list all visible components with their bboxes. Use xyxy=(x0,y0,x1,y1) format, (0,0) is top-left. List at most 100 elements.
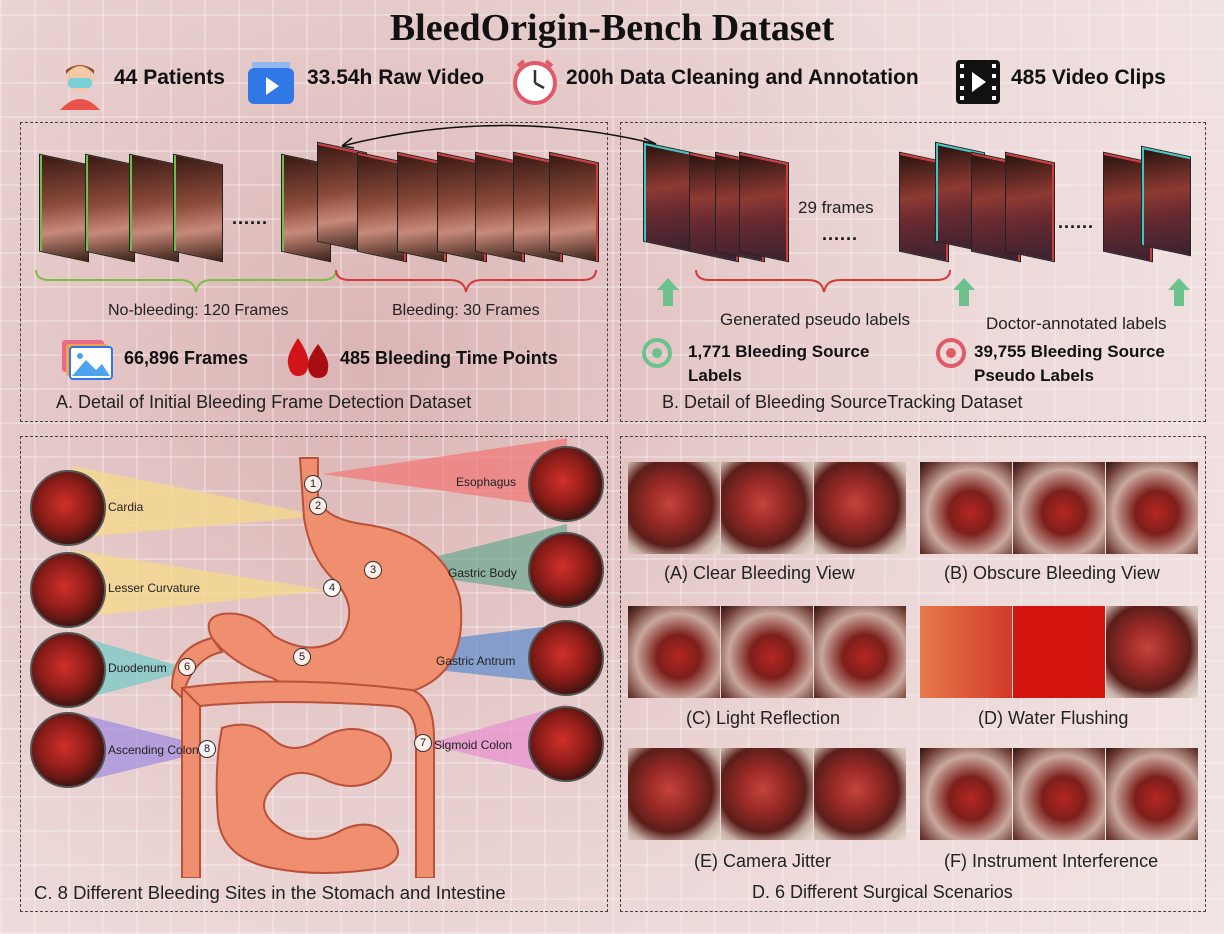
site-number: 5 xyxy=(293,648,311,666)
site-label-gastric-body: Gastric Body xyxy=(448,566,517,580)
site-label-sigmoid-colon: Sigmoid Colon xyxy=(434,738,513,752)
site-label-duodenum: Duodenum xyxy=(108,661,167,675)
scenario-caption-a: (A) Clear Bleeding View xyxy=(664,563,855,583)
site-photo-cardia xyxy=(30,470,106,546)
frame-no-bleeding xyxy=(130,154,178,262)
site-photo-sigmoid-colon xyxy=(528,706,604,782)
site-photo-gastric-body xyxy=(528,532,604,608)
bleeding-label: Bleeding: 30 Frames xyxy=(392,302,540,319)
site-photo-gastric-antrum xyxy=(528,620,604,696)
pseudo-labels-stat-line2: Pseudo Labels xyxy=(974,366,1094,385)
frame-no-bleeding xyxy=(40,154,88,262)
source-labels-stat-line2: Labels xyxy=(688,366,742,385)
annotated-arrow xyxy=(657,278,679,290)
frame-no-bleeding xyxy=(174,154,222,262)
panel-d xyxy=(620,436,1206,912)
scenario-caption-c: (C) Light Reflection xyxy=(686,708,841,728)
link-arrow xyxy=(341,124,657,151)
panel-b-caption: B. Detail of Bleeding SourceTracking Dat… xyxy=(662,392,1023,412)
no-bleeding-label: No-bleeding: 120 Frames xyxy=(108,302,289,319)
scenario-photo xyxy=(814,606,906,698)
scenario-caption-d: (D) Water Flushing xyxy=(978,708,1129,728)
images-icon xyxy=(62,340,113,380)
scenario-photo xyxy=(920,606,1012,698)
time-points-stat: 485 Bleeding Time Points xyxy=(340,348,558,368)
site-number: 8 xyxy=(198,740,216,758)
scenario-photo xyxy=(721,462,813,554)
patient-icon xyxy=(60,64,100,110)
scenario-photo xyxy=(1013,748,1105,840)
stat-raw-video: 33.54h Raw Video xyxy=(307,66,485,89)
site-label-gastric-antrum: Gastric Antrum xyxy=(436,654,516,668)
source-labels-stat: 1,771 Bleeding Source xyxy=(688,342,870,361)
scenario-photo xyxy=(721,748,813,840)
site-number: 6 xyxy=(178,658,196,676)
annotated-arrow xyxy=(1168,278,1190,290)
panel-c xyxy=(20,436,608,912)
target-icon-green xyxy=(642,338,672,368)
panel-c-caption: C. 8 Different Bleeding Sites in the Sto… xyxy=(34,882,506,903)
scenario-photo xyxy=(1013,462,1105,554)
video-icon xyxy=(248,62,294,104)
scenario-photo xyxy=(1013,606,1105,698)
frame-annotated xyxy=(644,142,692,252)
scenario-photo xyxy=(814,462,906,554)
annotated-arrow xyxy=(953,278,975,290)
site-photo-ascending-colon xyxy=(30,712,106,788)
site-number: 2 xyxy=(309,497,327,515)
target-icon-red xyxy=(936,338,966,368)
frame-annotated xyxy=(1142,146,1190,256)
frame-pseudo xyxy=(740,152,788,262)
scenario-caption-e: (E) Camera Jitter xyxy=(694,851,832,871)
stat-video-clips: 485 Video Clips xyxy=(1011,66,1166,89)
brace-lines xyxy=(35,269,597,293)
site-number: 1 xyxy=(304,475,322,493)
annotated-arrow xyxy=(1174,290,1184,306)
site-label-cardia: Cardia xyxy=(108,500,144,514)
ellipsis: ...... xyxy=(1058,212,1095,232)
ellipsis: ...... xyxy=(822,224,859,244)
scenario-photo xyxy=(1106,748,1198,840)
scenario-caption-f: (F) Instrument Interference xyxy=(944,851,1159,871)
scenario-photo xyxy=(1106,462,1198,554)
scenario-photo xyxy=(721,606,813,698)
site-label-ascending-colon: Ascending Colon xyxy=(108,743,199,757)
stat-annotation-hours: 200h Data Cleaning and Annotation xyxy=(566,66,919,89)
site-number: 7 xyxy=(414,734,432,752)
annotated-arrow xyxy=(959,290,969,306)
clock-icon xyxy=(513,59,557,105)
panel-d-caption: D. 6 Different Surgical Scenarios xyxy=(752,882,1013,902)
site-photo-duodenum xyxy=(30,632,106,708)
site-label-esophagus: Esophagus xyxy=(456,475,517,489)
panel-b xyxy=(620,122,1206,422)
panel-a xyxy=(20,122,608,422)
frames-stat: 66,896 Frames xyxy=(124,348,249,368)
doctor-labels-label: Doctor-annotated labels xyxy=(986,314,1167,333)
scenario-photo xyxy=(628,748,720,840)
frame-pseudo xyxy=(1006,152,1054,262)
frame-no-bleeding xyxy=(86,154,134,262)
site-photo-esophagus xyxy=(528,446,604,522)
scenario-photo xyxy=(628,606,720,698)
page-title: BleedOrigin-Bench Dataset xyxy=(389,7,835,49)
site-number: 3 xyxy=(364,561,382,579)
site-label-lesser-curvature: Lesser Curvature xyxy=(108,581,201,595)
scenario-photo xyxy=(814,748,906,840)
scenario-photo xyxy=(920,748,1012,840)
film-icon xyxy=(956,60,1000,104)
frame-bleeding xyxy=(550,152,598,262)
pseudo-brace xyxy=(695,269,951,293)
site-photo-lesser-curvature xyxy=(30,552,106,628)
blood-drops-icon xyxy=(287,338,329,378)
stat-patients: 44 Patients xyxy=(114,66,225,89)
scenario-caption-b: (B) Obscure Bleeding View xyxy=(944,563,1160,583)
scenario-photo xyxy=(628,462,720,554)
ellipsis: ...... xyxy=(232,208,269,228)
scenario-photo xyxy=(920,462,1012,554)
site-number: 4 xyxy=(323,579,341,597)
frames-label: 29 frames xyxy=(798,198,874,217)
panel-a-caption: A. Detail of Initial Bleeding Frame Dete… xyxy=(56,392,472,412)
pseudo-labels-stat: 39,755 Bleeding Source xyxy=(974,342,1165,361)
scenario-photo xyxy=(1106,606,1198,698)
pseudo-labels-label: Generated pseudo labels xyxy=(720,310,910,329)
